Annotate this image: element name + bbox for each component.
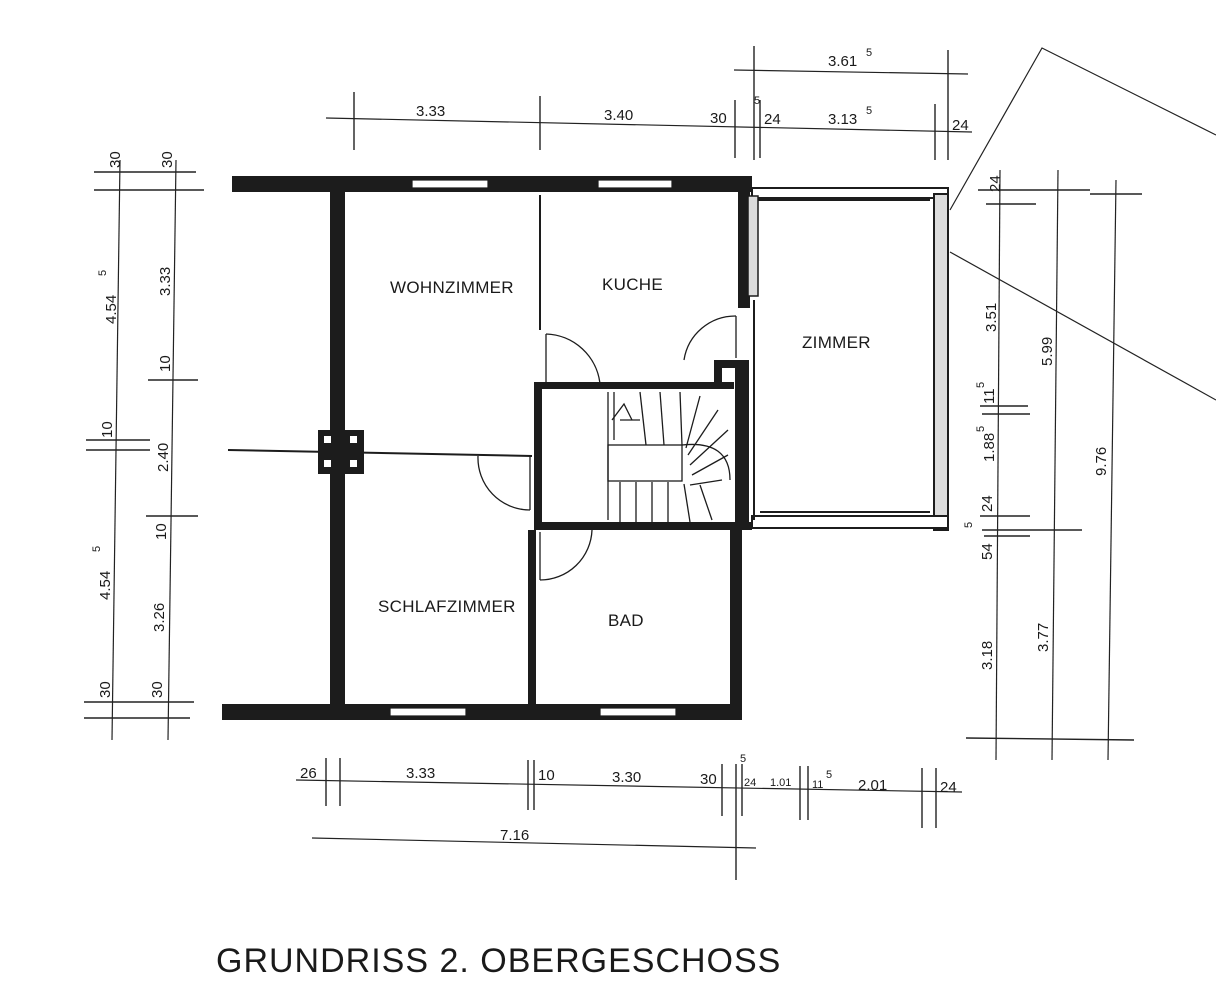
dim-left-outer-upper: 4.54 — [103, 295, 120, 324]
room-kuche: KUCHE — [602, 275, 663, 294]
dim-right-24: 24 — [987, 175, 1004, 192]
dim-bottom-11: 11 — [812, 779, 823, 791]
doors — [477, 315, 737, 581]
dimensions-bottom — [295, 758, 963, 880]
dim-right-976: 9.76 — [1093, 447, 1110, 476]
dim-right-188: 1.88 — [981, 433, 998, 462]
dim-top-seg4-sup: 5 — [754, 95, 760, 107]
dim-left-outer-upper-sup: 5 — [97, 270, 109, 276]
dim-left-bottom-inner: 30 — [149, 681, 166, 698]
zimmer-walls — [747, 187, 949, 531]
dimensions-right-labels: 24 3.51 11 5 1.88 5 24 5 54 3.18 5.99 3.… — [963, 175, 1110, 670]
windows — [389, 179, 677, 717]
dim-right-377: 3.77 — [1035, 623, 1052, 652]
dim-left-outer-10: 10 — [99, 421, 116, 438]
dim-left-inner-upper: 3.33 — [157, 267, 174, 296]
dim-left-outer-lower-sup: 5 — [91, 546, 103, 552]
dim-left-top-outer: 30 — [107, 151, 124, 168]
dimensions-left-labels: 30 30 4.54 5 3.33 10 10 2.40 10 4.54 5 3… — [91, 151, 176, 698]
dim-right-54: 54 — [979, 543, 996, 560]
dim-right-599: 5.99 — [1039, 337, 1056, 366]
dim-top-seg7: 24 — [952, 117, 969, 134]
dimensions-left — [84, 159, 204, 741]
dim-right-5: 5 — [963, 522, 975, 528]
dim-top-overall-right-sup: 5 — [866, 47, 872, 59]
dim-right-188-sup: 5 — [975, 426, 987, 432]
dim-bottom-24b: 24 — [940, 779, 957, 796]
dim-right-24b: 24 — [979, 495, 996, 512]
dim-bottom-5: 5 — [740, 753, 746, 765]
room-schlafzimmer: SCHLAFZIMMER — [378, 597, 516, 616]
dim-top-overall-right: 3.61 — [828, 53, 857, 70]
dim-bottom-330: 3.30 — [612, 769, 641, 786]
dim-bottom-201: 2.01 — [858, 777, 887, 794]
plan-title: GRUNDRISS 2. OBERGESCHOSS — [216, 942, 781, 980]
dim-top-seg3: 30 — [710, 110, 727, 127]
roof-outline — [949, 47, 1216, 401]
dimensions-top — [325, 46, 973, 160]
dimensions-right — [965, 169, 1142, 761]
dim-right-11: 11 — [981, 388, 998, 404]
dim-top-seg2: 3.40 — [604, 107, 633, 124]
dim-top-seg6-sup: 5 — [866, 105, 872, 117]
dim-right-11-sup: 5 — [975, 382, 987, 388]
dim-left-inner-10b: 10 — [153, 523, 170, 540]
dim-bottom-30: 30 — [700, 771, 717, 788]
dim-bottom-26: 26 — [300, 765, 317, 782]
dim-top-seg6: 3.13 — [828, 111, 857, 128]
dim-right-318: 3.18 — [979, 641, 996, 670]
dim-left-inner-10a: 10 — [157, 355, 174, 372]
dim-top-seg1: 3.33 — [416, 103, 445, 120]
dim-left-inner-mid: 2.40 — [155, 443, 172, 472]
room-zimmer: ZIMMER — [802, 333, 871, 352]
room-wohnzimmer: WOHNZIMMER — [390, 278, 514, 297]
room-bad: BAD — [608, 611, 644, 630]
dim-left-outer-lower: 4.54 — [97, 571, 114, 600]
dim-bottom-333: 3.33 — [406, 765, 435, 782]
column-marks — [324, 436, 357, 467]
dim-left-top-inner: 30 — [159, 151, 176, 168]
dim-left-inner-lower: 3.26 — [151, 603, 168, 632]
walls — [222, 176, 752, 720]
dim-right-351: 3.51 — [983, 303, 1000, 332]
dim-bottom-24: 24 — [744, 777, 756, 789]
dim-bottom-716: 7.16 — [500, 827, 529, 844]
dim-left-bottom-outer: 30 — [97, 681, 114, 698]
staircase — [607, 391, 731, 523]
dim-bottom-11-sup: 5 — [826, 769, 832, 781]
dim-bottom-10: 10 — [538, 767, 555, 784]
dim-bottom-101: 1.01 — [770, 777, 791, 789]
dim-top-seg5: 24 — [764, 111, 781, 128]
